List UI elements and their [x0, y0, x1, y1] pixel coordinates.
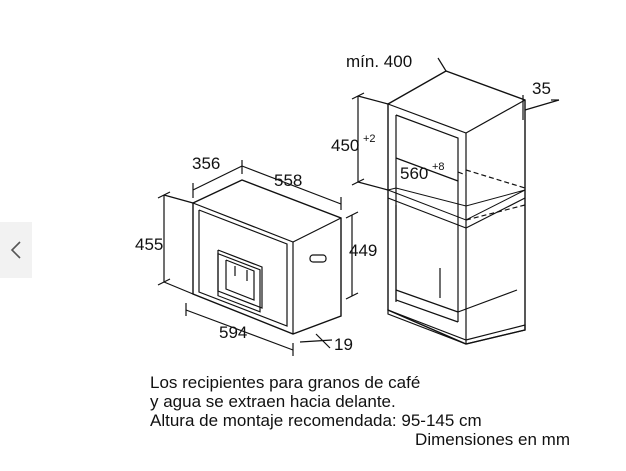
units-note: Dimensiones en mm: [415, 430, 570, 449]
dim-449: 449: [349, 241, 377, 260]
chevron-left-icon: [10, 241, 21, 259]
dim-356: 356: [192, 154, 220, 173]
dim-450: 450: [331, 136, 359, 155]
appliance-drawing: [192, 179, 342, 335]
dim-35: 35: [532, 79, 551, 98]
dim-560-tolerance: +8: [432, 161, 445, 173]
dim-560: 560: [400, 164, 428, 183]
dim-450-tolerance: +2: [363, 133, 376, 145]
caption-line-3: Altura de montaje recomendada: 95-145 cm: [150, 411, 482, 430]
cabinet-drawing: [386, 57, 560, 345]
dim-594: 594: [219, 323, 247, 342]
dim-19: 19: [334, 335, 353, 354]
caption-line-1: Los recipientes para granos de café: [150, 373, 421, 392]
dim-455: 455: [135, 235, 163, 254]
dimension-lines: [157, 92, 459, 356]
previous-image-button[interactable]: [0, 222, 32, 278]
dim-558: 558: [274, 171, 302, 190]
diagram-caption: Los recipientes para granos de café y ag…: [150, 373, 580, 449]
dim-min-400: mín. 400: [346, 52, 412, 71]
caption-line-2: y agua se extraen hacia delante.: [150, 392, 396, 411]
